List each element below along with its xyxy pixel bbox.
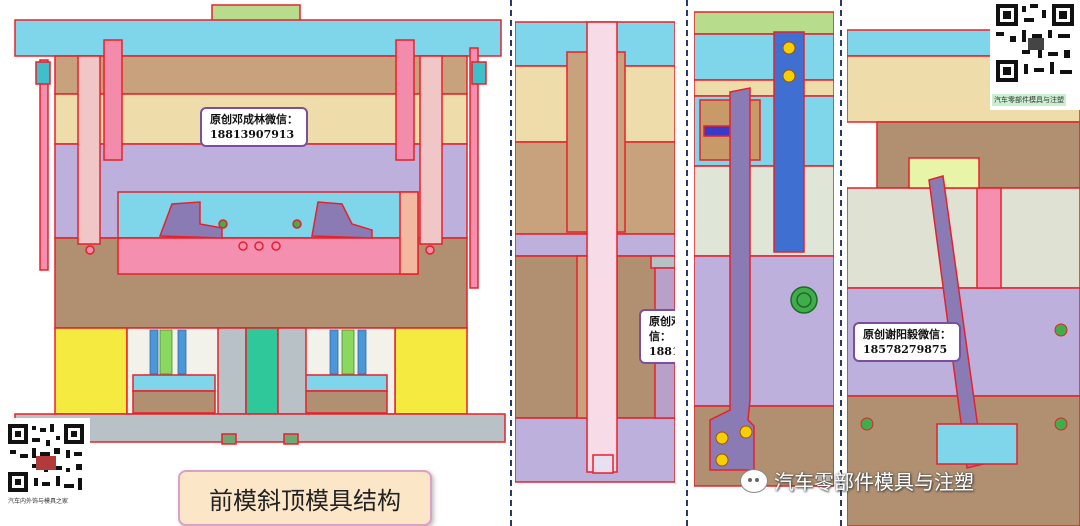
qr-pattern — [6, 422, 86, 494]
ejector-retainer-left — [132, 374, 216, 392]
contact-line1: 原创邓成林微信： — [210, 113, 298, 126]
locating-ring — [211, 4, 301, 22]
lifter-bar — [709, 87, 755, 471]
guide-pillar-left — [39, 59, 49, 271]
lifter-slide — [908, 157, 980, 189]
qr-caption-top: 汽车零部件模具与注塑 — [992, 94, 1066, 106]
ejector-pin — [586, 21, 618, 473]
support-pin-right — [419, 55, 443, 245]
wechat-icon — [740, 468, 768, 493]
diagram-title: 前模斜顶模具结构 — [178, 470, 432, 526]
lifter-detail-panel — [694, 0, 834, 526]
lifter-left — [158, 201, 223, 239]
guide-pillar-right — [469, 47, 479, 289]
ejector-rod — [773, 31, 805, 253]
qr-caption-bottom: 汽车内外饰与模具之家 — [8, 498, 69, 505]
return-pin — [976, 187, 1002, 289]
contact-line1: 原创谢阳毅微信： — [863, 328, 951, 341]
support-pillar-right — [277, 327, 307, 415]
contact-line2: 18813907913 — [210, 128, 295, 141]
designer-contact-label-left: 原创邓成林微信： 18813907913 — [200, 107, 308, 147]
support-pillar-left — [217, 327, 247, 415]
center-pillar — [245, 327, 279, 415]
ejector-plate-left — [132, 390, 216, 414]
core-insert — [117, 237, 419, 275]
watermark: 汽车零部件模具与注塑 — [740, 466, 974, 495]
contact-line2: 18578279875 — [863, 343, 948, 356]
panel-divider-2 — [686, 0, 688, 526]
lifter-detail-drawing — [694, 11, 834, 487]
qr-code-bottom-left: 汽车内外饰与模具之家 — [2, 418, 90, 506]
mold-overview-panel: 原创邓成林微信： 18813907913 前模斜顶模具结构 汽车内外饰与模具之家 — [0, 0, 508, 526]
designer-contact-label-middle: 原创邓成林微信： 18813907913 — [639, 309, 675, 364]
panel-divider-3 — [840, 0, 842, 526]
ejector-plate-right — [304, 390, 388, 414]
contact-line2: 18813907913 — [649, 345, 675, 358]
support-pin-left — [77, 55, 101, 245]
lifter-right — [311, 201, 373, 239]
spacer-block-left — [54, 327, 128, 415]
designer-contact-label-right: 原创谢阳毅微信： 18578279875 — [853, 322, 961, 362]
spacer-block-right — [394, 327, 468, 415]
bolt-left — [103, 39, 123, 161]
watermark-text: 汽车零部件模具与注塑 — [774, 470, 974, 494]
top-clamp-plate — [14, 19, 502, 57]
pin-detail-panel: 原创邓成林微信： 18813907913 — [515, 0, 675, 526]
panel-divider-1 — [510, 0, 512, 526]
water-line-fitting — [790, 286, 818, 314]
qr-code-top-right: 汽车零部件模具与注塑 — [990, 0, 1080, 110]
ejector-retainer-right — [304, 374, 388, 392]
bolt-right — [395, 39, 415, 161]
contact-line1: 原创邓成林微信： — [649, 315, 675, 343]
pin-detail-drawing — [515, 21, 675, 483]
qr-pattern — [996, 4, 1074, 82]
